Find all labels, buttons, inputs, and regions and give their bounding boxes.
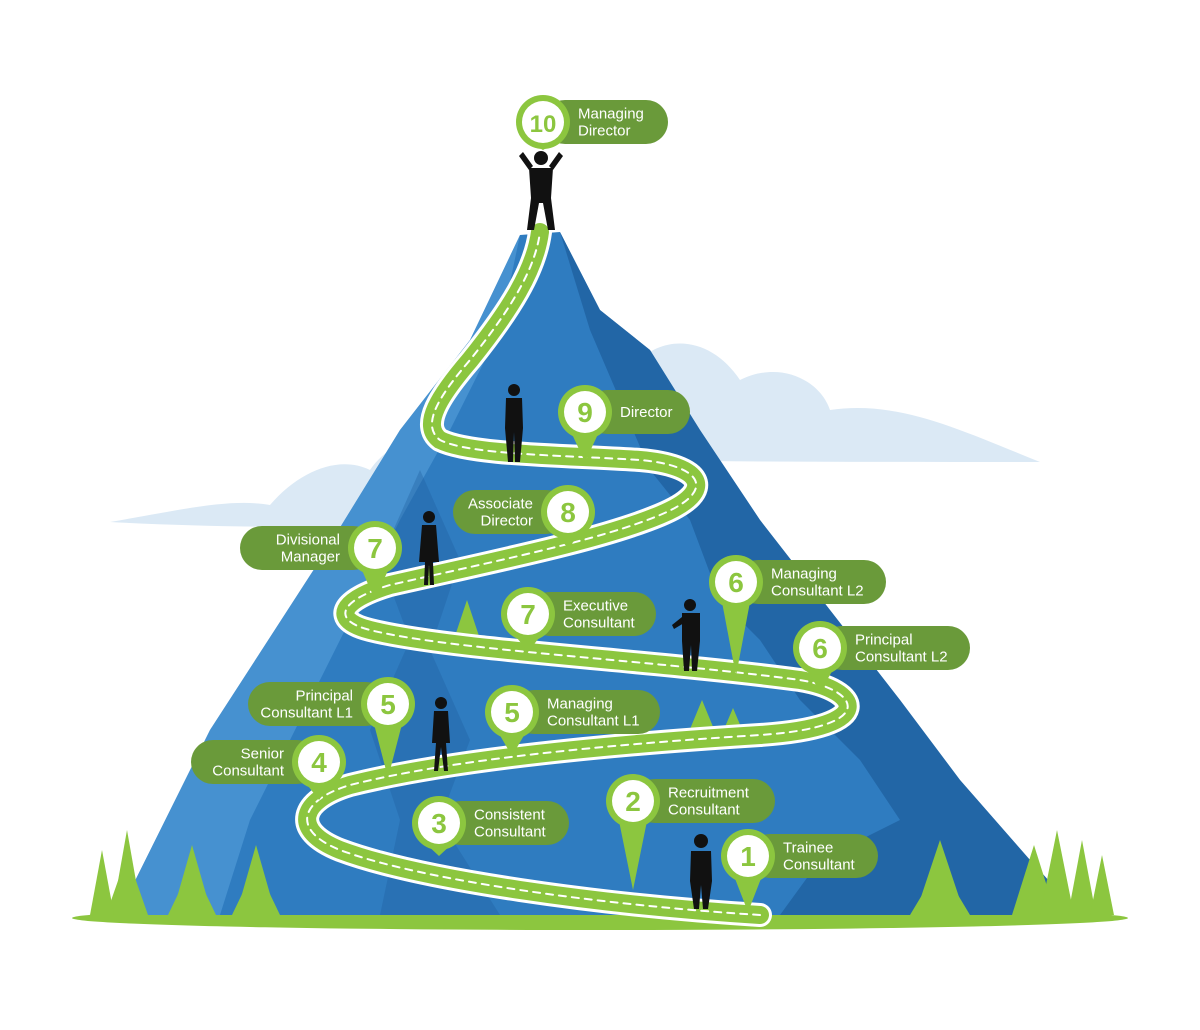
step-number: 6	[728, 567, 744, 598]
step-title-line: Managing	[578, 106, 644, 123]
step-title-line: Consultant	[783, 857, 856, 874]
step-title-line: Consultant L1	[547, 713, 640, 730]
step-title-line: Consistent	[474, 807, 546, 824]
step-number: 10	[530, 111, 557, 138]
step-title-line: Manager	[281, 549, 340, 566]
step-number: 7	[520, 599, 536, 630]
step-number: 7	[367, 533, 383, 564]
step-title-line: Director	[620, 404, 673, 421]
tree-icon	[1068, 840, 1096, 915]
step-title-line: Director	[578, 123, 631, 140]
step-title-line: Executive	[563, 598, 628, 615]
step-number: 6	[812, 633, 828, 664]
step-number: 2	[625, 786, 641, 817]
step-number: 8	[560, 497, 576, 528]
step-title-line: Consultant L2	[855, 649, 948, 666]
person-icon-top-celebrating	[519, 151, 563, 230]
tree-icon	[1040, 830, 1074, 915]
step-title-line: Principal	[855, 632, 913, 649]
step-title-line: Consultant L2	[771, 583, 864, 600]
step-title-line: Associate	[468, 496, 533, 513]
step-title-line: Trainee	[783, 840, 833, 857]
step-number: 9	[577, 397, 593, 428]
step-number: 4	[311, 747, 327, 778]
step-title-line: Managing	[771, 566, 837, 583]
step-title-line: Consultant L1	[260, 705, 353, 722]
tree-icon	[90, 850, 114, 915]
step-title-line: Senior	[241, 746, 284, 763]
step-number: 3	[431, 808, 447, 839]
tree-icon	[1090, 855, 1114, 915]
step-title-line: Consultant	[563, 615, 636, 632]
step-title-line: Managing	[547, 696, 613, 713]
step-title-line: Principal	[295, 688, 353, 705]
step-number: 5	[380, 689, 396, 720]
step-number: 5	[504, 697, 520, 728]
step-number: 1	[740, 841, 756, 872]
step-title-line: Consultant	[668, 802, 741, 819]
step-title-line: Recruitment	[668, 785, 750, 802]
step-title-line: Divisional	[276, 532, 340, 549]
step-title-line: Consultant	[212, 763, 285, 780]
mountain	[118, 232, 1080, 915]
step-title-line: Consultant	[474, 824, 547, 841]
step-title-line: Director	[480, 513, 533, 530]
